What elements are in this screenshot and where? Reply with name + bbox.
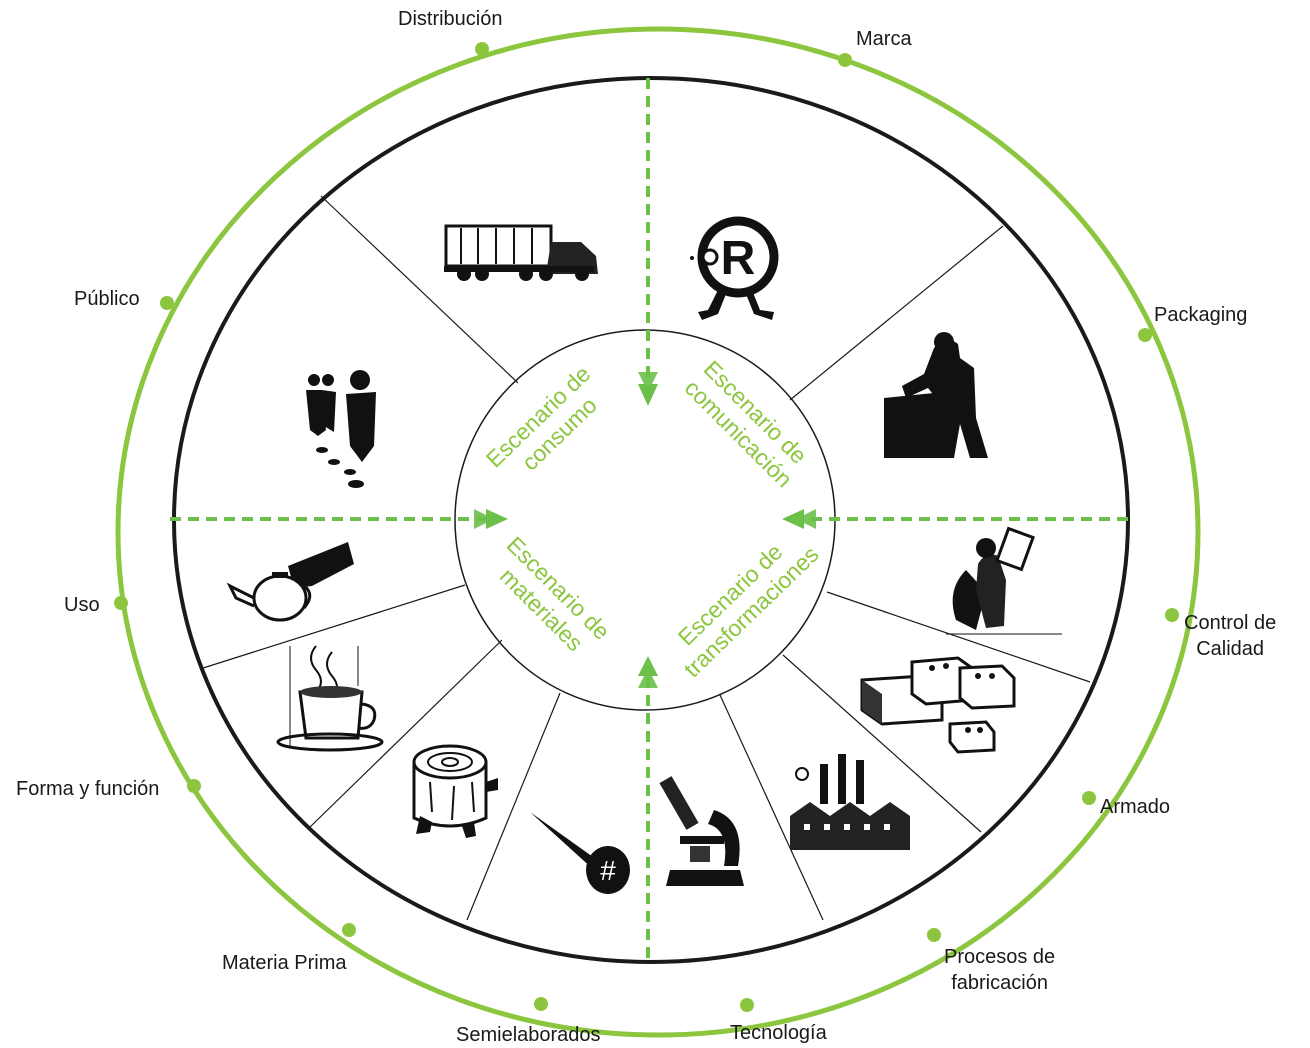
ring-dot bbox=[740, 998, 754, 1012]
quality-inspector-icon bbox=[946, 526, 1062, 635]
arrowhead-down bbox=[638, 372, 658, 392]
label-uso: Uso bbox=[64, 594, 100, 616]
arrowhead-right bbox=[474, 509, 494, 529]
lego-bricks-icon bbox=[860, 656, 1016, 754]
svg-text:R: R bbox=[721, 232, 756, 285]
arrowhead-left bbox=[796, 509, 816, 529]
arrowhead-down bbox=[638, 384, 658, 406]
spoke bbox=[199, 584, 466, 670]
label-packaging: Packaging bbox=[1154, 304, 1248, 326]
ring-dot bbox=[534, 997, 548, 1011]
spoke bbox=[466, 692, 561, 921]
spoke bbox=[320, 195, 519, 384]
packaging-worker-icon bbox=[884, 332, 988, 458]
ring-dot bbox=[160, 296, 174, 310]
spoke bbox=[782, 654, 982, 833]
arrowhead-left bbox=[782, 509, 804, 529]
registered-trademark-icon: R bbox=[690, 216, 779, 320]
spokes bbox=[199, 195, 1091, 921]
label-tecnologia: Tecnología bbox=[730, 1022, 827, 1044]
arrowhead-up bbox=[638, 668, 658, 688]
ring-dot bbox=[927, 928, 941, 942]
label-marca: Marca bbox=[856, 28, 912, 50]
spoke bbox=[826, 591, 1091, 683]
label-semielaborados: Semielaborados bbox=[456, 1024, 601, 1046]
ring-dot bbox=[838, 53, 852, 67]
spoke bbox=[308, 639, 503, 829]
label-armado: Armado bbox=[1100, 796, 1171, 818]
teapot-hand-icon bbox=[226, 542, 354, 622]
label-control-de-calidad: Control de Calidad bbox=[1184, 612, 1277, 660]
ring-dot bbox=[114, 596, 128, 610]
spoke bbox=[719, 694, 824, 921]
ring-dot bbox=[342, 923, 356, 937]
dashed-arrows bbox=[170, 78, 1128, 958]
ring-dot bbox=[187, 779, 201, 793]
svg-text:#: # bbox=[600, 855, 616, 886]
wood-log-icon bbox=[412, 744, 498, 838]
ring-dot bbox=[1082, 791, 1096, 805]
spoke bbox=[789, 225, 1004, 401]
people-icon bbox=[306, 370, 376, 488]
ring-dot bbox=[1165, 608, 1179, 622]
ring-dot bbox=[475, 42, 489, 56]
label-publico: Público bbox=[74, 288, 140, 310]
truck-icon bbox=[444, 224, 598, 281]
outer-ring bbox=[115, 26, 1201, 1038]
label-materia-prima: Materia Prima bbox=[222, 952, 347, 974]
coffee-cup-icon bbox=[276, 645, 384, 752]
nail-icon: # bbox=[530, 812, 630, 894]
microscope-icon bbox=[659, 776, 744, 886]
ring-dot bbox=[1138, 328, 1152, 342]
factory-icon bbox=[790, 754, 910, 850]
label-distribucion: Distribución bbox=[398, 8, 503, 30]
arrowhead-up bbox=[638, 656, 658, 676]
arrowhead-right bbox=[486, 509, 508, 529]
label-forma-y-funcion: Forma y función bbox=[16, 778, 160, 800]
label-procesos-de-fabricacion: Procesos de fabricación bbox=[944, 946, 1056, 994]
